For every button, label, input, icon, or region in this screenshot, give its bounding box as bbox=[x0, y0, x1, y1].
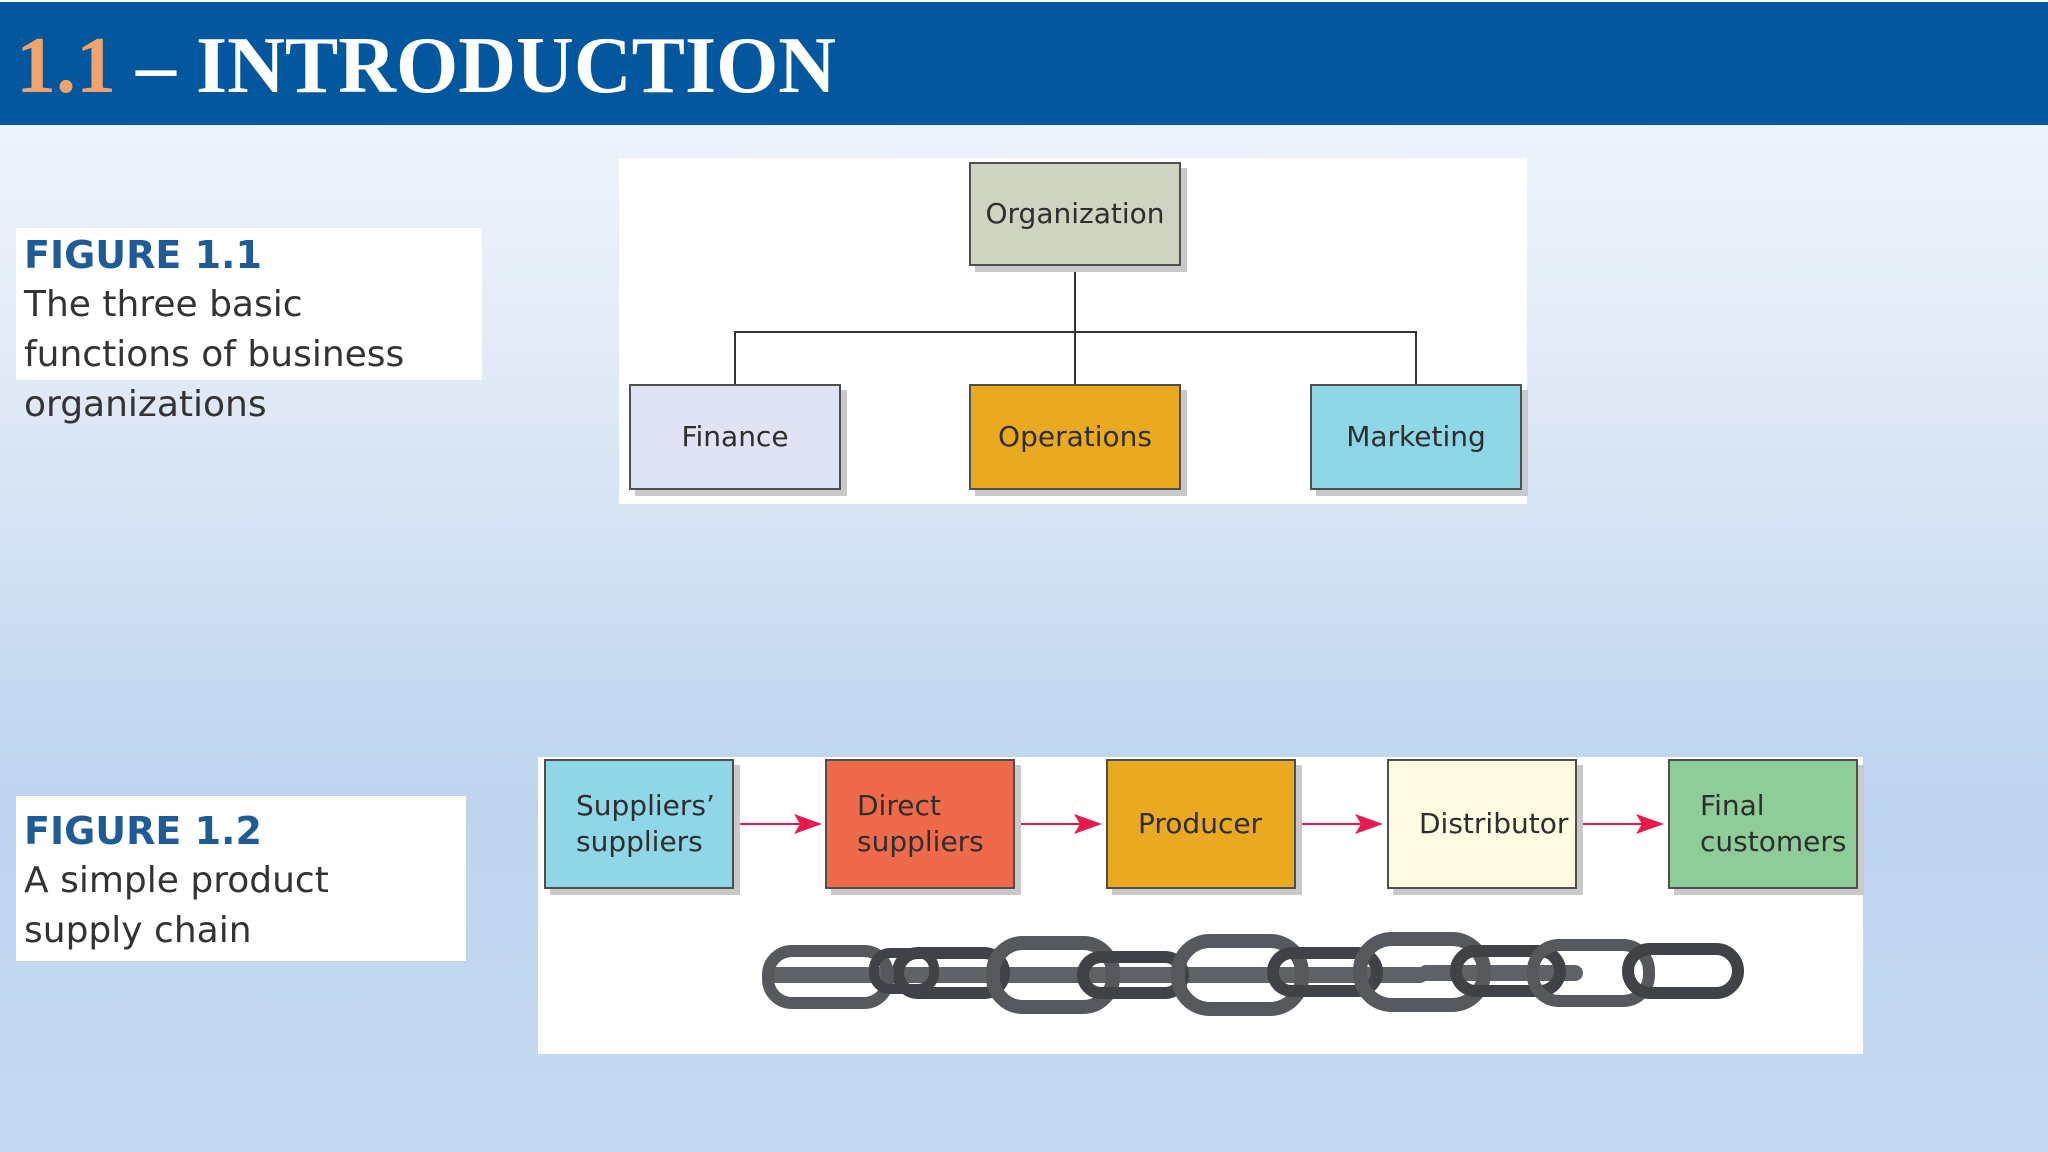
arrow-3 bbox=[1296, 814, 1383, 834]
figure-1-2-label: FIGURE 1.2 bbox=[24, 809, 262, 853]
organization-label: Organization bbox=[985, 197, 1165, 230]
slide-title-text: – INTRODUCTION bbox=[116, 22, 837, 110]
figure-1-1-label: FIGURE 1.1 bbox=[24, 233, 262, 277]
figure-1-1-caption: FIGURE 1.1 The three basic functions of … bbox=[16, 228, 482, 425]
connector-marketing bbox=[1415, 331, 1417, 391]
marketing-label: Marketing bbox=[1346, 420, 1486, 453]
connector-finance bbox=[734, 331, 736, 391]
connector-horizontal bbox=[734, 331, 1416, 333]
suppliers-suppliers-node: Suppliers’suppliers bbox=[544, 759, 734, 889]
operations-node: Operations bbox=[969, 384, 1181, 490]
marketing-node: Marketing bbox=[1310, 384, 1522, 490]
chain-illustration bbox=[762, 932, 1744, 1016]
org-chart: Organization Finance Operations Marketin… bbox=[619, 158, 1527, 504]
producer-label: Producer bbox=[1138, 807, 1263, 840]
distributor-node: Distributor bbox=[1387, 759, 1577, 889]
final-customers-line1: Final bbox=[1700, 789, 1765, 822]
finance-label: Finance bbox=[681, 420, 789, 453]
final-customers-line2: customers bbox=[1700, 825, 1847, 858]
figure-1-2-description: A simple product supply chain bbox=[24, 860, 329, 951]
connector-root-down bbox=[1074, 266, 1076, 491]
suppliers-suppliers-line2: suppliers bbox=[576, 825, 703, 858]
suppliers-suppliers-text: Suppliers’suppliers bbox=[576, 788, 715, 860]
organization-node: Organization bbox=[969, 162, 1181, 266]
supply-chain-arrows bbox=[734, 814, 1744, 1016]
suppliers-suppliers-line1: Suppliers’ bbox=[576, 789, 715, 822]
direct-suppliers-line2: suppliers bbox=[857, 825, 984, 858]
distributor-label: Distributor bbox=[1419, 807, 1569, 840]
figure-1-2-caption: FIGURE 1.2 A simple product supply chain bbox=[16, 796, 466, 961]
finance-node: Finance bbox=[629, 384, 841, 490]
producer-node: Producer bbox=[1106, 759, 1296, 889]
arrow-4 bbox=[1577, 814, 1664, 834]
slide-title-number: 1.1 bbox=[16, 22, 116, 110]
arrow-2 bbox=[1015, 814, 1102, 834]
slide-title: 1.1 – INTRODUCTION bbox=[16, 20, 836, 112]
title-bar: 1.1 – INTRODUCTION bbox=[0, 0, 2048, 125]
operations-label: Operations bbox=[998, 420, 1152, 453]
direct-suppliers-line1: Direct bbox=[857, 789, 941, 822]
arrow-1 bbox=[734, 814, 822, 834]
figure-1-1-description: The three basic functions of business or… bbox=[24, 284, 405, 425]
